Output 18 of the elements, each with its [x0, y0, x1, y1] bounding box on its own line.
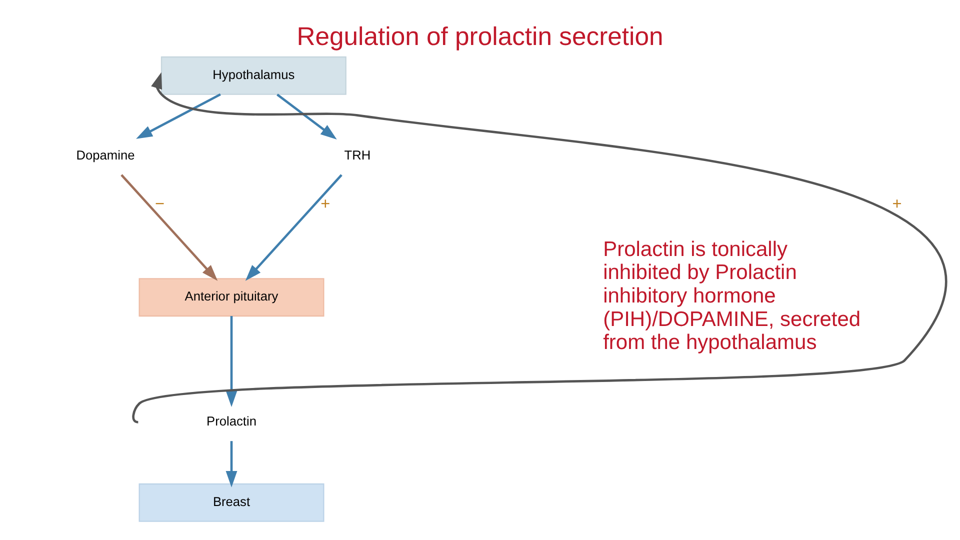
node-box: Hypothalamus: [160, 56, 346, 94]
node-text: Prolactin: [206, 412, 256, 428]
edge-label: +: [892, 194, 902, 212]
node-box: Anterior pituitary: [138, 278, 324, 316]
arrow: [226, 440, 238, 487]
arrow: [136, 92, 221, 138]
diagram-title: Regulation of prolactin secretion: [296, 22, 664, 50]
arrow: [120, 174, 218, 280]
node-text: TRH: [344, 146, 371, 162]
node-box: Breast: [138, 482, 324, 522]
arrow: [245, 174, 342, 280]
arrow: [276, 93, 337, 139]
label: Prolactin is tonically inhibited by Prolactin inhibitory hormone (PIH)/DOPAMINE, secreted from the hypothalamus: [603, 237, 861, 354]
arrow: [226, 316, 238, 406]
edge-label: +: [320, 194, 330, 212]
edge-label: −: [154, 194, 165, 212]
node-text: Dopamine: [76, 146, 135, 162]
arrow: [135, 72, 946, 422]
